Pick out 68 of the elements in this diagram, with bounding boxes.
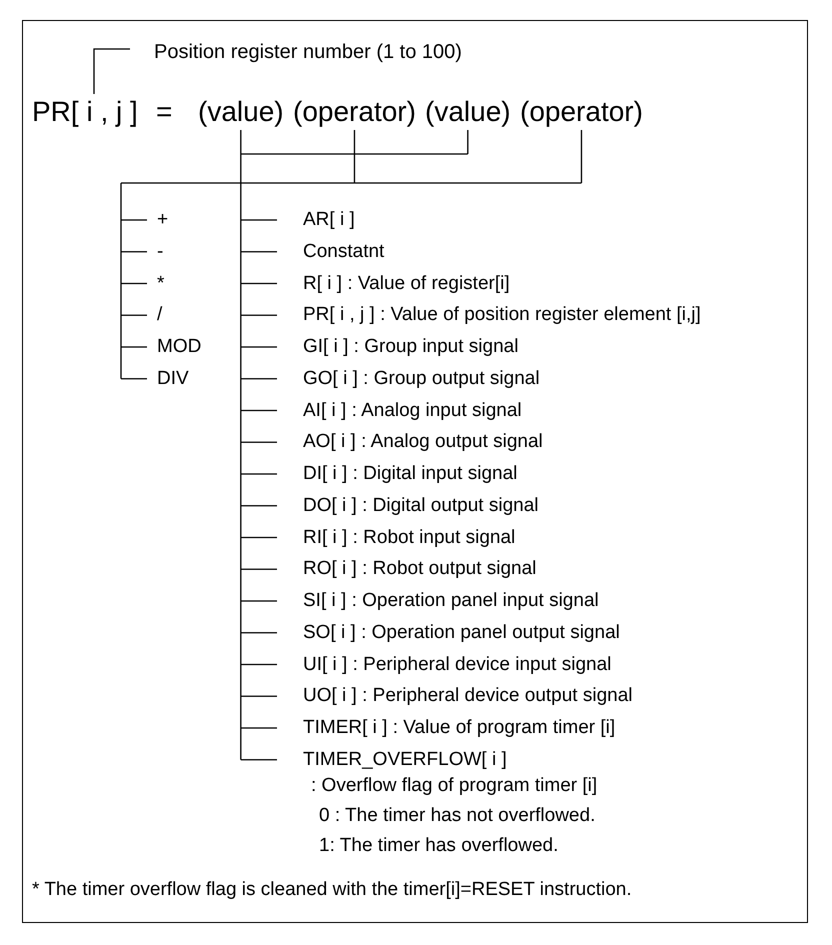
value-item-text: UO[ i ] : Peripheral device output signal (277, 685, 633, 708)
expression-term: PR[ i , j ] (32, 94, 138, 130)
connector-line (240, 130, 242, 154)
value-item-text: SI[ i ] : Operation panel input signal (277, 590, 599, 612)
description-text: 0 : The timer has not overflowed. (318, 804, 596, 828)
connector-line (240, 251, 277, 252)
connector-line (240, 154, 242, 760)
value-item-text: TIMER[ i ] : Value of program timer [i] (277, 717, 616, 739)
connector-line (240, 727, 277, 729)
expression-term: (value) (425, 94, 511, 130)
connector-line (354, 130, 356, 183)
connector-line (240, 410, 277, 412)
connector-line (121, 282, 147, 284)
connector-line (240, 664, 277, 666)
connector-line (240, 536, 277, 538)
value-item-text: UI[ i ] : Peripheral device input signal (277, 654, 612, 676)
leader-line (93, 48, 130, 94)
value-item-text: SO[ i ] : Operation panel output signal (277, 622, 620, 644)
connector-line (121, 346, 147, 348)
connector-line (240, 568, 277, 570)
connector-line (121, 219, 147, 221)
operator-text: / (147, 304, 162, 326)
value-item-text: AO[ i ] : Analog output signal (277, 431, 543, 454)
value-item-text: AI[ i ] : Analog input signal (277, 400, 522, 422)
value-item-text: GI[ i ] : Group input signal (277, 336, 518, 358)
equals-sign: = (156, 95, 172, 129)
value-item-text: RO[ i ] : Robot output signal (277, 558, 536, 580)
connector-line (121, 251, 147, 252)
connector-line (240, 600, 277, 602)
description-text: : Overflow flag of program timer [i] (310, 774, 598, 798)
connector-line (240, 378, 277, 380)
connector-line (580, 130, 582, 183)
connector-line (467, 130, 468, 154)
value-item-text: TIMER_OVERFLOW[ i ] (303, 748, 508, 771)
footnote-text: * The timer overflow flag is cleaned with the timer[i]=RESET instruction. (32, 878, 632, 902)
connector-line (121, 314, 147, 316)
connector-line (121, 378, 147, 380)
value-item-text: DI[ i ] : Digital input signal (277, 463, 518, 485)
value-item-text: DO[ i ] : Digital output signal (277, 494, 538, 517)
operator-text: - (147, 240, 164, 263)
expression-term: (operator) (293, 94, 416, 130)
connector-line (240, 632, 277, 634)
operator-text: DIV (147, 368, 189, 390)
connector-line (121, 182, 582, 184)
annotation-text: Position register number (1 to 100) (130, 40, 462, 64)
connector-line (240, 153, 468, 155)
value-item-text: PR[ i , j ] : Value of position register element [i,j] (277, 304, 701, 326)
connector-line (240, 219, 277, 221)
expression-term: (value) (198, 94, 284, 130)
connector-line (240, 282, 277, 284)
connector-line (240, 473, 277, 475)
connector-line (120, 183, 122, 379)
connector-line (240, 759, 277, 760)
description-text: 1: The timer has overflowed. (318, 834, 560, 858)
connector-line (240, 442, 277, 443)
connector-line (240, 314, 277, 316)
value-item-text: RI[ i ] : Robot input signal (277, 526, 516, 548)
expression-term: (operator) (520, 94, 643, 130)
value-item-text: GO[ i ] : Group output signal (277, 368, 540, 390)
value-item-text: Constatnt (277, 240, 384, 263)
connector-line (240, 346, 277, 348)
connector-line (240, 696, 277, 697)
operator-text: + (147, 209, 168, 231)
connector-line (240, 505, 277, 506)
value-item-text: R[ i ] : Value of register[i] (277, 272, 510, 294)
operator-text: * (147, 272, 164, 294)
operator-text: MOD (147, 336, 202, 358)
value-item-text: AR[ i ] (277, 209, 355, 231)
